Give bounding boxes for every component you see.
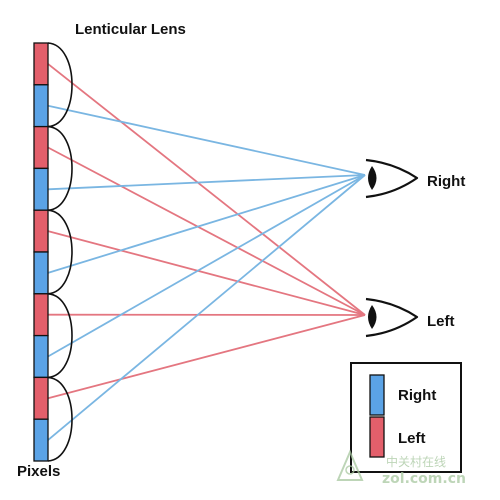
watermark-logo-icon: 中关村在线 zol.com.cn [336, 449, 466, 487]
legend: Right Left [350, 362, 462, 473]
left-eye-label: Left [427, 313, 455, 330]
pixels-label: Pixels [17, 463, 60, 480]
ray-left [47, 230, 366, 316]
right-eye-icon [365, 158, 419, 199]
left-eye-icon [365, 297, 419, 338]
pixel-left [33, 125, 49, 170]
ray-left [47, 314, 366, 400]
light-rays [47, 63, 366, 441]
lens [47, 42, 73, 128]
right-eye-label: Right [427, 173, 465, 190]
lens-array [47, 42, 73, 462]
pixel-left [33, 293, 49, 337]
lens [47, 209, 73, 295]
lens [47, 293, 73, 379]
ray-right [47, 104, 366, 176]
legend-swatch-right [369, 374, 385, 416]
lens [47, 125, 73, 211]
legend-label-right: Right [398, 387, 436, 404]
ray-left [47, 146, 366, 316]
watermark-text-en: zol.com.cn [382, 471, 466, 487]
ray-left [47, 63, 366, 316]
pixel-right [33, 84, 49, 128]
watermark-text-cn: 中关村在线 [386, 454, 446, 469]
legend-frame [350, 362, 462, 473]
pixel-left [33, 376, 49, 420]
pixel-right [33, 334, 49, 379]
legend-swatch-left [369, 416, 385, 458]
ray-right [47, 174, 366, 441]
pixel-right [33, 251, 49, 295]
ray-right [47, 174, 366, 358]
diagram-title: Lenticular Lens [75, 21, 186, 38]
pixel-left [33, 209, 49, 253]
legend-label-left: Left [398, 430, 426, 447]
ray-right [47, 174, 366, 191]
pixel-right [33, 418, 49, 462]
pixel-right [33, 167, 49, 211]
lens [47, 376, 73, 462]
pixel-left [33, 42, 49, 86]
pixel-strip [33, 42, 49, 462]
ray-right [47, 174, 366, 274]
